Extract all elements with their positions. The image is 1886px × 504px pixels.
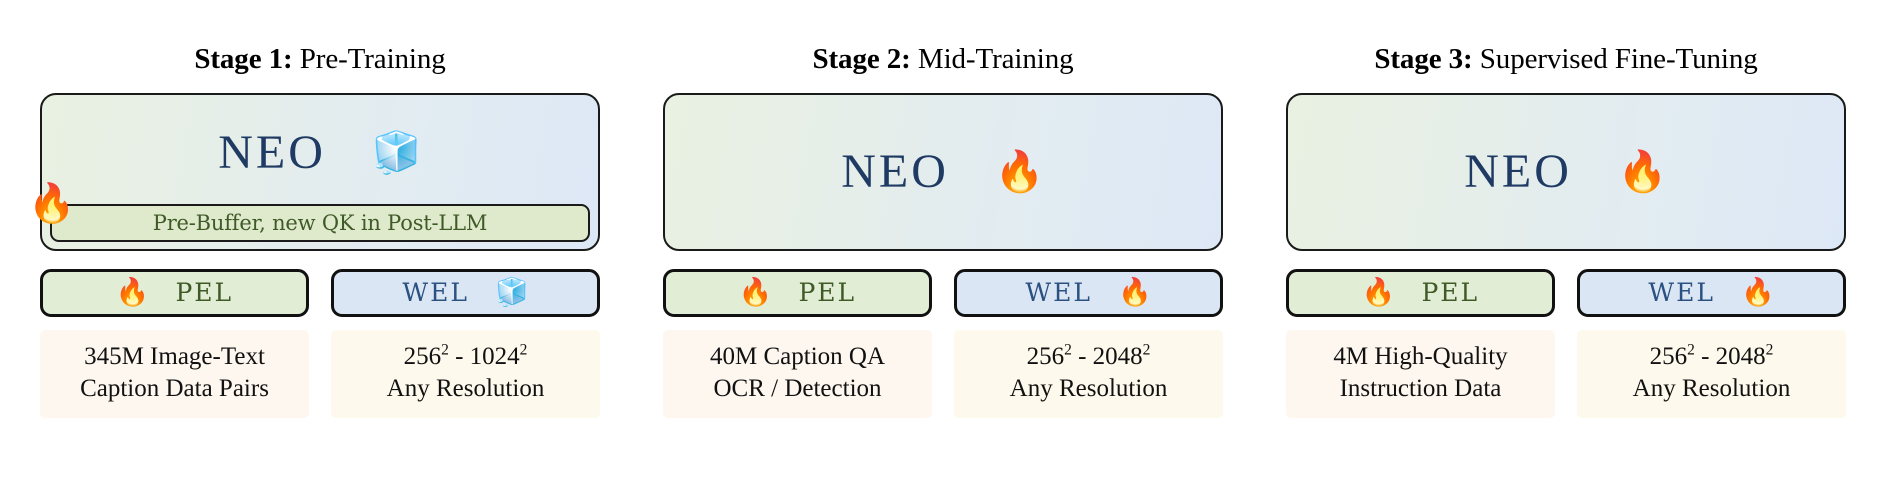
stage-2-wel-box[interactable]: WEL 🔥 (954, 268, 1223, 317)
stage-2-model-name: NEO (841, 144, 949, 198)
stage-3: Stage 3: Supervised Fine-Tuning NEO 🔥 🔥 … (1286, 0, 1846, 504)
stage-2-components: 🔥 PEL WEL 🔥 (663, 268, 1223, 317)
stage-2-pel-label: PEL (798, 278, 857, 308)
stage-3-resolution-line-1: 2562 - 20482 (1649, 341, 1774, 370)
stage-1-dataset-line-2: Caption Data Pairs (80, 374, 269, 402)
stage-1-resolution-box: 2562 - 10242 Any Resolution (331, 329, 600, 418)
stage-3-title-value: Supervised Fine-Tuning (1479, 43, 1758, 75)
stage-1-backbone-box: 🔥 NEO 🧊 Pre-Buffer, new QK in Post-LLM (28, 92, 600, 251)
stage-3-dataset-line-2: Instruction Data (1339, 374, 1502, 402)
stage-2-pel-box[interactable]: 🔥 PEL (663, 268, 932, 317)
stage-1-resolution-line-1: 2562 - 10242 (403, 341, 528, 370)
stage-1-pel-label: PEL (175, 278, 234, 308)
fire-icon: 🔥 (1617, 148, 1668, 194)
stage-1-inner-module: Pre-Buffer, new QK in Post-LLM (50, 203, 590, 242)
stage-1: Stage 1: Pre-Training 🔥 NEO 🧊 Pre-Buffer… (28, 0, 600, 504)
stage-2-title-label: Stage 2: (812, 43, 911, 75)
stage-2-dataset-line-1: 40M Caption QA (710, 342, 885, 370)
stage-2-resolution-line-1: 2562 - 20482 (1026, 341, 1151, 370)
fire-icon: 🔥 (1117, 277, 1152, 308)
stage-2-resolution-line-2: Any Resolution (1009, 374, 1168, 402)
stage-1-pel-box[interactable]: 🔥 PEL (40, 268, 309, 317)
stage-2-backbone-row: NEO 🔥 (665, 144, 1221, 198)
ice-cube-icon: 🧊 (494, 277, 529, 308)
fire-icon: 🔥 (1361, 277, 1396, 308)
stage-2-dataset-line-2: OCR / Detection (713, 374, 882, 402)
stage-3-model-name: NEO (1464, 144, 1572, 198)
fire-icon: 🔥 (28, 182, 76, 225)
stage-3-resolution-box: 2562 - 20482 Any Resolution (1577, 329, 1846, 418)
stage-3-data-row: 4M High-Quality Instruction Data 2562 - … (1286, 329, 1846, 418)
stage-1-dataset-line-1: 345M Image-Text (84, 342, 265, 370)
fire-icon: 🔥 (738, 277, 773, 308)
stage-3-title: Stage 3: Supervised Fine-Tuning (1286, 43, 1846, 76)
stage-1-inner-module-label: Pre-Buffer, new QK in Post-LLM (152, 210, 488, 235)
stage-1-wel-box[interactable]: WEL 🧊 (331, 268, 600, 317)
fire-icon: 🔥 (994, 148, 1045, 194)
stage-3-wel-box[interactable]: WEL 🔥 (1577, 268, 1846, 317)
ice-cube-icon: 🧊 (371, 129, 422, 175)
stage-3-wel-label: WEL (1648, 278, 1715, 308)
stage-2-data-row: 40M Caption QA OCR / Detection 2562 - 20… (663, 329, 1223, 418)
fire-icon: 🔥 (1740, 277, 1775, 308)
stage-2-backbone-box: NEO 🔥 (663, 92, 1223, 251)
stage-2: Stage 2: Mid-Training NEO 🔥 🔥 PEL WEL 🔥 … (663, 0, 1223, 504)
stage-2-wel-label: WEL (1025, 278, 1092, 308)
fire-icon: 🔥 (115, 277, 150, 308)
stage-3-pel-label: PEL (1421, 278, 1480, 308)
stage-3-pel-box[interactable]: 🔥 PEL (1286, 268, 1555, 317)
stage-3-resolution-line-2: Any Resolution (1632, 374, 1791, 402)
stage-1-wel-label: WEL (402, 278, 469, 308)
stage-1-title: Stage 1: Pre-Training (40, 43, 600, 76)
stage-1-backbone-row: NEO 🧊 (42, 125, 598, 179)
stage-3-title-label: Stage 3: (1374, 43, 1473, 75)
stage-3-backbone-row: NEO 🔥 (1288, 144, 1844, 198)
stage-3-backbone-box: NEO 🔥 (1286, 92, 1846, 251)
stage-1-components: 🔥 PEL WEL 🧊 (40, 268, 600, 317)
stage-1-data-row: 345M Image-Text Caption Data Pairs 2562 … (40, 329, 600, 418)
stage-1-dataset-box: 345M Image-Text Caption Data Pairs (40, 329, 309, 418)
stage-3-dataset-line-1: 4M High-Quality (1333, 342, 1508, 370)
stage-1-resolution-line-2: Any Resolution (386, 374, 545, 402)
stage-2-dataset-box: 40M Caption QA OCR / Detection (663, 329, 932, 418)
stage-1-model-name: NEO (218, 125, 326, 179)
stage-2-title: Stage 2: Mid-Training (663, 43, 1223, 76)
stage-1-title-value: Pre-Training (299, 43, 446, 75)
stage-2-resolution-box: 2562 - 20482 Any Resolution (954, 329, 1223, 418)
stage-3-dataset-box: 4M High-Quality Instruction Data (1286, 329, 1555, 418)
stage-1-title-label: Stage 1: (194, 43, 293, 75)
stage-3-components: 🔥 PEL WEL 🔥 (1286, 268, 1846, 317)
stage-2-title-value: Mid-Training (917, 43, 1074, 75)
